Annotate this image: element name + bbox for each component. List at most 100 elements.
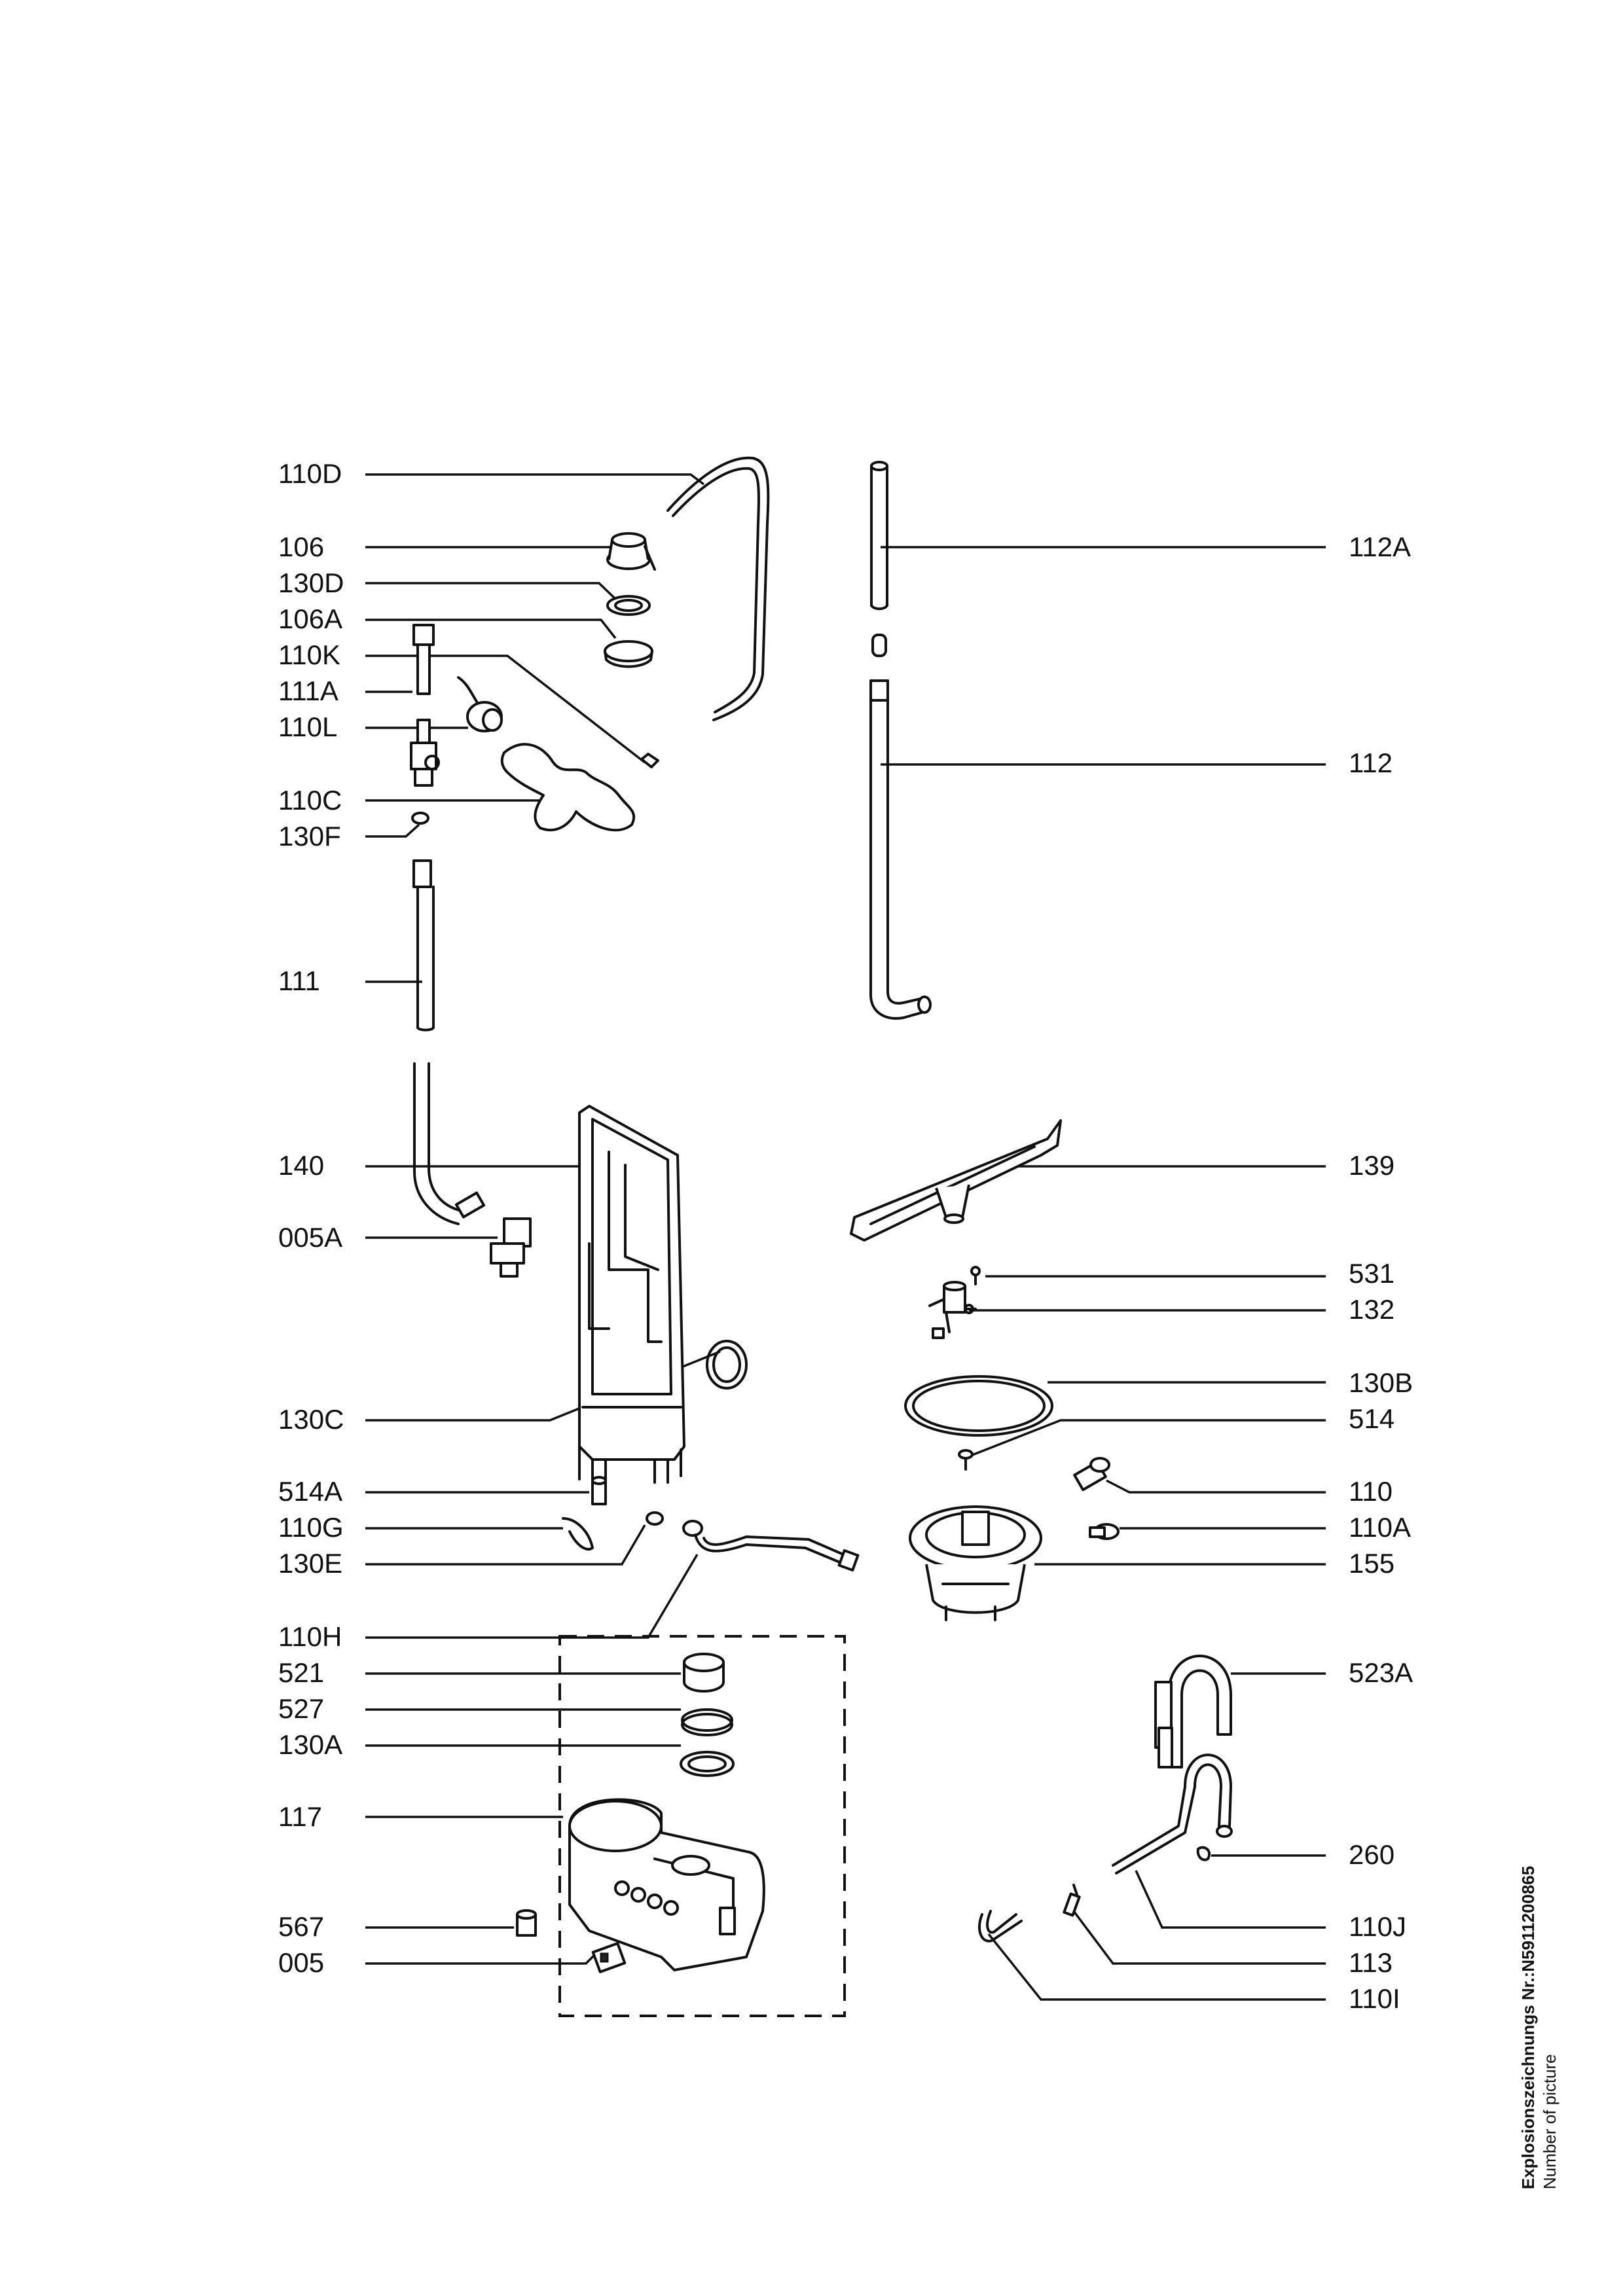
leader-130E [365, 1524, 646, 1566]
label-110I: 110I [1349, 1983, 1400, 2014]
part-117-tank [568, 1798, 765, 1971]
label-111A: 111A [278, 675, 338, 706]
label-110C: 110C [278, 785, 342, 816]
label-514A: 514A [278, 1476, 342, 1507]
part-005-switch [591, 1942, 627, 1973]
part-110A-plug [1089, 1523, 1120, 1540]
label-523A: 523A [1349, 1657, 1413, 1688]
part-110J-hose [1112, 1753, 1233, 1874]
part-130C-ring [706, 1340, 748, 1390]
leader-110J [1135, 1870, 1326, 1929]
leader-110H [365, 1554, 699, 1639]
part-110C-hose [500, 743, 636, 832]
part-130E-ring [646, 1511, 664, 1526]
label-117: 117 [278, 1801, 322, 1832]
label-110G: 110G [278, 1512, 344, 1543]
part-112A-pipe [870, 461, 888, 611]
label-110J: 110J [1349, 1911, 1406, 1942]
label-514: 514 [1349, 1403, 1395, 1434]
label-155: 155 [1349, 1548, 1395, 1579]
left-labels: 110D 106 130D 106A 110K 111A 110L 110C 1… [278, 458, 344, 1978]
part-130A-gasket [680, 1751, 735, 1777]
label-130B: 130B [1349, 1367, 1413, 1398]
label-527: 527 [278, 1693, 324, 1724]
leader-110K [365, 655, 646, 764]
part-106A [604, 640, 653, 668]
leader-110 [1106, 1479, 1326, 1494]
part-112-pipe [869, 679, 932, 1020]
drawing-number-text: Explosionszeichnungs Nr.:N5911200865 [1518, 1865, 1538, 2189]
part-lower-hose-inner [428, 1062, 463, 1212]
label-531: 531 [1349, 1258, 1395, 1289]
leader-005 [365, 1952, 597, 1965]
part-111-hose [412, 859, 435, 1031]
label-113: 113 [1349, 1947, 1393, 1978]
label-005: 005 [278, 1947, 324, 1978]
label-521: 521 [278, 1657, 324, 1688]
leader-130D [365, 582, 617, 600]
label-110K: 110K [278, 639, 340, 670]
right-labels: 112A 112 139 531 132 130B 514 110 110A 1… [1349, 531, 1413, 2014]
label-106A: 106A [278, 603, 342, 634]
part-111A-valve [410, 624, 440, 787]
label-106: 106 [278, 531, 324, 562]
assembly-box-117 [558, 1635, 846, 2017]
label-110: 110 [1349, 1476, 1393, 1507]
label-130A: 130A [278, 1729, 342, 1760]
label-567: 567 [278, 1911, 324, 1942]
part-531-screw [970, 1266, 981, 1285]
part-005A-valve [454, 1191, 532, 1278]
leader-113 [1072, 1910, 1326, 1965]
label-112: 112 [1349, 747, 1393, 778]
leader-130F [365, 823, 420, 838]
part-110L-sensor [457, 676, 503, 732]
label-130F: 130F [278, 821, 341, 852]
leader-110D [365, 473, 705, 486]
part-110D-hose-inner [672, 467, 760, 713]
part-155-sump [909, 1505, 1042, 1621]
part-110H-hose [682, 1520, 860, 1572]
label-130E: 130E [278, 1548, 342, 1579]
part-pipe-connector [871, 634, 887, 657]
label-110H: 110H [278, 1621, 342, 1652]
label-139: 139 [1349, 1150, 1395, 1181]
number-of-picture-text: Number of picture [1539, 2054, 1559, 2189]
label-110A: 110A [1349, 1512, 1411, 1543]
leader-514 [968, 1419, 1326, 1458]
part-521-cap [683, 1653, 725, 1693]
part-139-spray-arm [850, 1119, 1062, 1242]
leader-lines [365, 473, 1326, 2001]
part-130F-ring [411, 812, 429, 825]
part-132-valve [928, 1281, 977, 1339]
part-130B-oring [904, 1375, 1053, 1437]
label-005A: 005A [278, 1222, 342, 1253]
label-112A: 112A [1349, 531, 1411, 562]
part-514-screw [958, 1449, 974, 1471]
label-110D: 110D [278, 458, 342, 489]
label-140: 140 [278, 1150, 324, 1181]
part-106 [606, 532, 656, 571]
part-110-connector [1073, 1457, 1110, 1492]
leader-110I [987, 1933, 1326, 2001]
label-111: 111 [278, 965, 320, 996]
part-260-clip [1196, 1846, 1211, 1861]
part-523A-bracket [1154, 1655, 1232, 1768]
leader-106A [365, 619, 617, 639]
part-110I-hook [978, 1910, 1023, 1943]
part-110K-clip [640, 753, 659, 768]
part-130D-ring [606, 595, 651, 616]
label-130D: 130D [278, 567, 344, 598]
part-110G-clip [562, 1517, 594, 1551]
part-567 [516, 1909, 537, 1937]
label-132: 132 [1349, 1294, 1395, 1325]
label-110L: 110L [278, 711, 337, 742]
part-527-ring [681, 1708, 733, 1736]
part-140-panel [578, 1105, 685, 1484]
label-260: 260 [1349, 1839, 1395, 1870]
part-113-pin [1063, 1884, 1081, 1917]
part-lower-hose [413, 1062, 460, 1225]
label-130C: 130C [278, 1404, 344, 1435]
part-110D-hose [666, 456, 770, 721]
part-514A [591, 1476, 607, 1505]
